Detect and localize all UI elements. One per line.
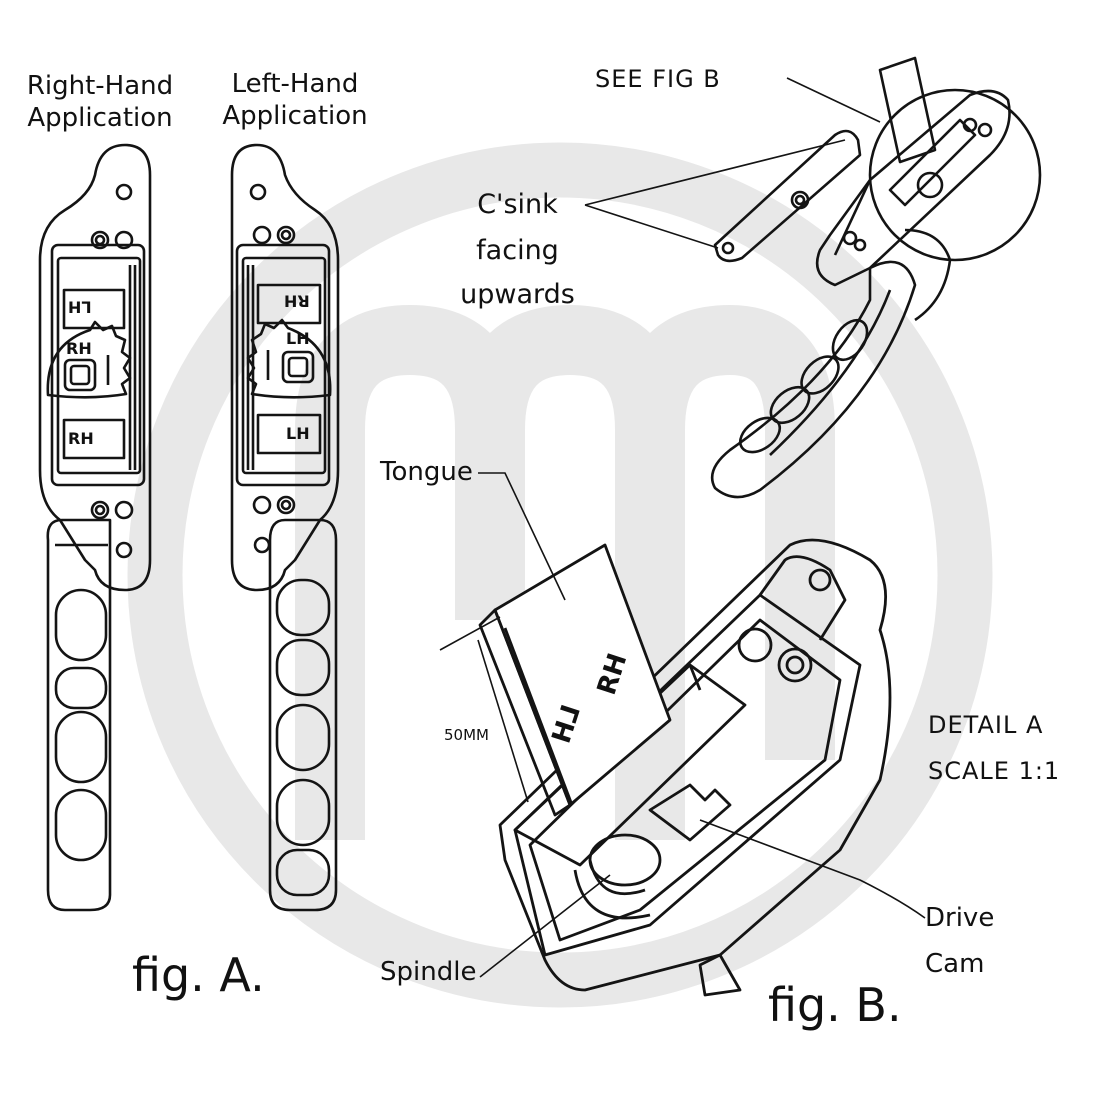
lh-top-mark: RH: [284, 291, 310, 311]
scale-label: SCALE 1:1: [928, 757, 1061, 785]
lh-application-subtitle: Application: [222, 101, 368, 131]
rh-application-title: Right-Hand: [26, 71, 174, 101]
csink-label-line-3: upwards: [460, 279, 575, 310]
tongue-label: Tongue: [380, 457, 473, 487]
see-fig-b-label: SEE FIG B: [595, 65, 721, 93]
perspective-handle-drawing: [710, 56, 1042, 499]
lh-handle-drawing: [230, 143, 340, 912]
tongue-piece: [478, 543, 672, 817]
leader-lines: [439, 77, 926, 978]
csink-label-line-1: C'sink: [477, 189, 558, 220]
drive-cam-label-line-2: Cam: [925, 949, 985, 979]
lh-bottom-mark: LH: [286, 424, 310, 443]
fig-b-caption: fig. B.: [768, 978, 902, 1032]
rh-top-mark: LH: [68, 297, 92, 317]
rh-bottom-mark: RH: [68, 429, 94, 448]
rh-handle-drawing: [38, 143, 152, 912]
dimension-label: 50MM: [444, 726, 489, 744]
drive-cam-label-line-1: Drive: [925, 903, 995, 933]
csink-label-line-2: facing: [476, 235, 559, 266]
detail-a-label: DETAIL A: [928, 711, 1044, 739]
rh-application-subtitle: Application: [27, 103, 173, 133]
lh-application-title: Left-Hand: [231, 69, 359, 99]
spindle-label: Spindle: [380, 957, 477, 987]
lh-cam-mark: LH: [286, 329, 310, 348]
rh-cam-mark: RH: [66, 339, 92, 358]
fig-a-caption: fig. A.: [132, 948, 265, 1002]
